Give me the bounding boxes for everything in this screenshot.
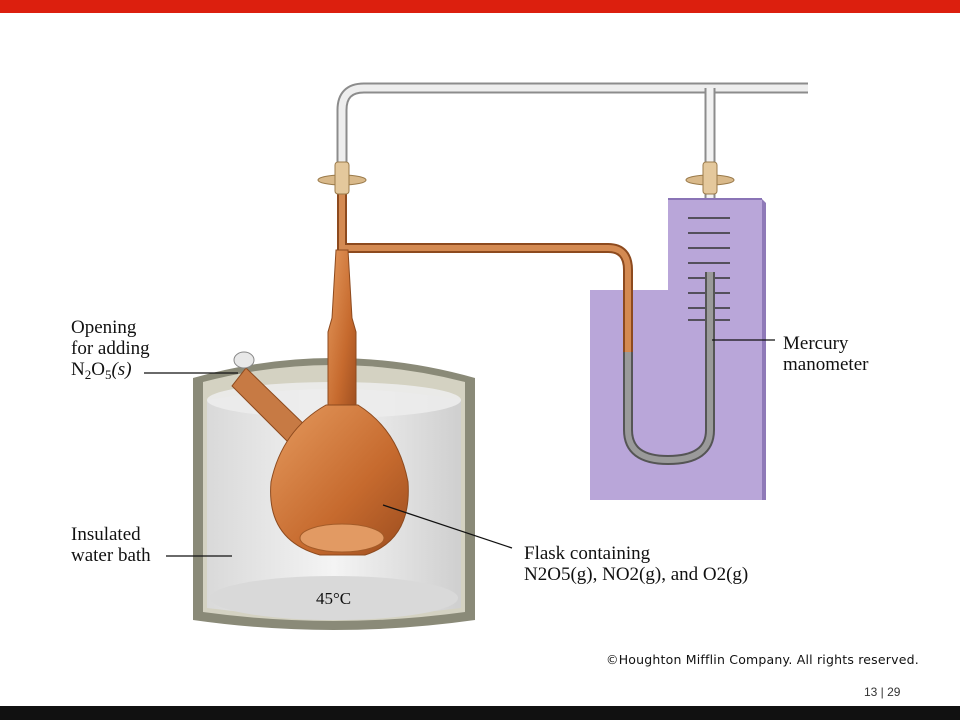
top-accent-bar (0, 0, 960, 13)
temperature-label: 45°C (316, 589, 352, 608)
bottom-bar (0, 706, 960, 720)
manometer-label: Mercury manometer (783, 333, 869, 375)
stopcock-right (685, 161, 735, 195)
leader-lines (144, 339, 775, 557)
gas-tube (337, 186, 633, 352)
u-tube-manometer (623, 272, 715, 466)
stopcock-left (317, 161, 367, 195)
water-bath-label: Insulated water bath (71, 524, 151, 566)
opening-label: Opening for adding N2O5(s) (71, 317, 150, 382)
flask-label: Flask containing N2O5(g), NO2(g), and O2… (524, 543, 749, 585)
stopper-icon (233, 351, 255, 369)
reaction-flask (231, 249, 409, 556)
page-number: 13 | 29 (864, 685, 901, 699)
copyright-notice: ©Houghton Mifflin Company. All rights re… (606, 652, 919, 667)
